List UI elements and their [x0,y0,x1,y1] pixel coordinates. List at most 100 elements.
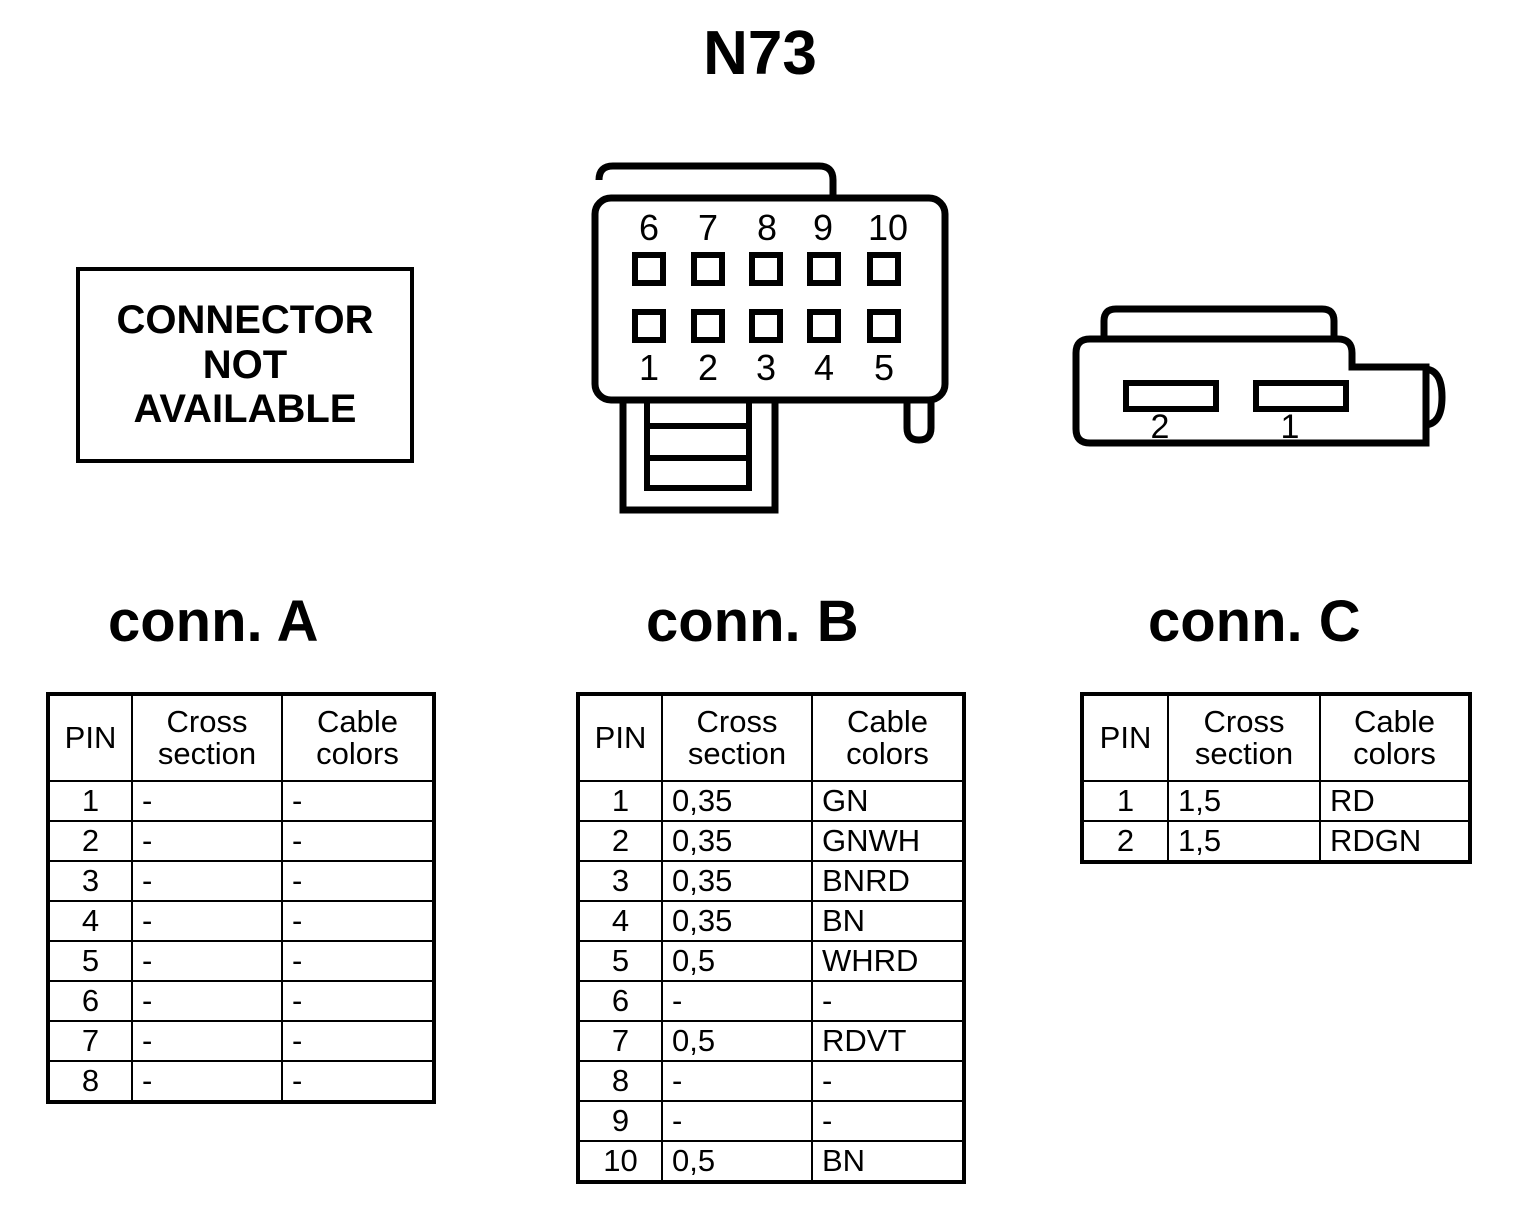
connector-b-pin-label-2: 2 [698,347,718,388]
connector-b-pin-label-4: 4 [814,347,834,388]
connector-b-cavity-6 [632,252,666,286]
cell-pin: 5 [577,940,663,982]
column-header-cross-section: Cross section [131,693,283,782]
cell-cross-section: - [131,860,283,902]
connector-c-cavity-2 [1123,380,1219,412]
cell-pin: 3 [577,860,663,902]
cell-pin: 4 [47,900,133,942]
column-header-cable-colors-line-2: colors [846,736,929,771]
cell-pin: 2 [47,820,133,862]
cell-cable-colors: RDVT [811,1020,965,1062]
connector-b-latch-tab [595,162,837,210]
cell-pin: 1 [47,780,133,822]
table-body-conn-a: 1--2--3--4--5--6--7--8-- [47,780,435,1103]
connector-b-pin-label-8: 8 [757,207,777,248]
column-header-cable-colors: Cable colors [811,693,965,782]
column-header-pin: PIN [47,693,133,782]
cell-pin: 7 [47,1020,133,1062]
column-header-cross-section-line-2: section [157,736,257,771]
connector-b-pin-label-7: 7 [698,207,718,248]
connector-b-cavity-10 [867,252,901,286]
connector-c-pin-label-1: 1 [1281,408,1300,446]
connector-b-pin-label-3: 3 [756,347,776,388]
column-header-cable-colors-line-1: Cable [847,703,928,739]
table-header-row: PIN Cross section Cable colors [1081,693,1471,782]
table-row: 4-- [47,900,435,942]
column-header-cable-colors-line-1: Cable [1354,703,1435,739]
cell-cross-section: 1,5 [1167,820,1321,863]
connector-b-cavity-8 [749,252,783,286]
connector-b-cavity-3 [749,309,783,343]
cell-cross-section: - [131,780,283,822]
cell-cable-colors: GN [811,780,965,822]
cell-pin: 6 [577,980,663,1022]
column-header-cross-section-line-2: section [1194,736,1294,771]
connector-b-cavity-7 [691,252,725,286]
cell-cross-section: - [131,940,283,982]
connector-b-pin-label-6: 6 [639,207,659,248]
page-title: N73 [703,19,817,88]
connector-b-keyway-outer [644,389,752,491]
cell-cross-section: 0,35 [661,900,813,942]
cell-cross-section: 0,35 [661,780,813,822]
connector-b-pin-label-10: 10 [868,207,908,248]
cell-cross-section: - [131,980,283,1022]
cell-cable-colors: BNRD [811,860,965,902]
cell-cable-colors: - [281,980,435,1022]
connector-b-cavity-4 [807,309,841,343]
table-row: 8-- [47,1060,435,1103]
cell-pin: 1 [577,780,663,822]
cell-cross-section: - [131,900,283,942]
connector-c-latch-tab [1100,305,1338,341]
cell-pin: 10 [577,1140,663,1183]
cell-pin: 7 [577,1020,663,1062]
cell-cable-colors: RDGN [1319,820,1471,863]
cell-cross-section: - [661,980,813,1022]
cell-cross-section: 0,35 [661,860,813,902]
column-header-cross-section-line-1: Cross [1203,703,1285,739]
cell-cable-colors: - [811,1060,965,1102]
connector-b-cavity-1 [632,309,666,343]
cell-pin: 1 [1081,780,1169,822]
cell-cross-section: - [131,1060,283,1103]
cell-pin: 8 [47,1060,133,1103]
cell-cable-colors: WHRD [811,940,965,982]
table-row: 8-- [577,1060,965,1102]
connector-b-body [591,194,949,404]
cell-pin: 9 [577,1100,663,1142]
cell-cross-section: - [131,1020,283,1062]
column-header-cable-colors-line-2: colors [316,736,399,771]
connector-b-cavity-9 [807,252,841,286]
cell-pin: 3 [47,860,133,902]
cell-cable-colors: - [281,1020,435,1062]
connector-b-diagram: 6 7 8 9 10 1 2 3 4 5 [585,150,965,530]
cell-pin: 8 [577,1060,663,1102]
connector-not-available-line-3: AVAILABLE [133,387,357,432]
connector-c-pin-label-2: 2 [1151,408,1170,446]
cell-pin: 5 [47,940,133,982]
heading-conn-b: conn. B [646,589,859,654]
cell-cable-colors: RD [1319,780,1471,822]
heading-conn-c: conn. C [1148,589,1361,654]
table-header-row: PIN Cross section Cable colors [47,693,435,782]
connector-b-cavity-2 [691,309,725,343]
table-row: 9-- [577,1100,965,1142]
connector-b-cavity-5 [867,309,901,343]
table-row: 5-- [47,940,435,982]
column-header-cross-section: Cross section [661,693,813,782]
column-header-pin: PIN [1081,693,1169,782]
column-header-pin: PIN [577,693,663,782]
connector-c-cavity-1 [1253,380,1349,412]
table-row: 2-- [47,820,435,862]
column-header-cable-colors: Cable colors [281,693,435,782]
